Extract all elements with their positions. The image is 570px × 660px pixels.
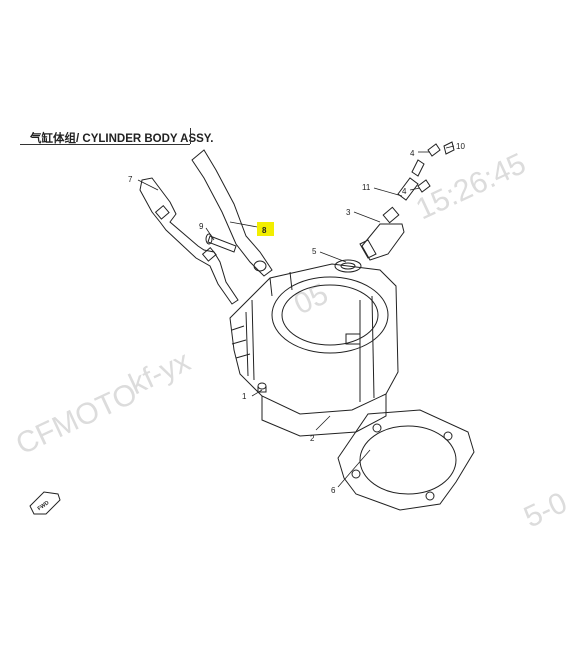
callout-5: 5 (312, 247, 317, 256)
title-divider (190, 128, 191, 144)
callout-3: 3 (346, 208, 351, 217)
watermark-brand: CFMOTO (11, 377, 142, 462)
callout-4a: 4 (410, 149, 415, 158)
callout-9: 9 (199, 222, 204, 231)
screw-10 (443, 141, 455, 155)
bolt-4b (417, 179, 431, 193)
dowel-pin-1 (257, 382, 267, 393)
watermark: CFMOTO kf-yx 05 15:26:45 5-0 (11, 147, 570, 534)
callout-8-highlight (257, 222, 274, 236)
callout-8: 8 (262, 226, 267, 235)
watermark-code: kf-yx (124, 345, 195, 402)
chain-guide-7 (139, 177, 239, 305)
forward-arrow: FWD (29, 491, 61, 515)
tensioner-arm-8 (191, 149, 273, 277)
callout-7: 7 (128, 175, 133, 184)
pin-9 (205, 233, 237, 253)
diagram-title: 气缸体组/ CYLINDER BODY ASSY. (30, 133, 214, 145)
callout-4b: 4 (402, 187, 407, 196)
callout-1: 1 (242, 392, 247, 401)
base-gasket-6 (337, 409, 475, 511)
cylinder-block (229, 263, 399, 437)
watermark-tail-fragment: 5-0 (519, 486, 570, 534)
tensioner-3 (359, 206, 405, 261)
bolt-4a (427, 143, 441, 157)
callout-6: 6 (331, 486, 336, 495)
callout-11: 11 (362, 183, 371, 192)
callout-labels: 1 2 3 4 4 5 6 7 8 9 10 11 (128, 142, 465, 495)
leader-lines (137, 145, 455, 488)
gasket-5 (334, 259, 362, 273)
bolt-11 (397, 159, 425, 201)
title-underline (20, 144, 190, 145)
callout-2: 2 (310, 434, 315, 443)
callout-10: 10 (456, 142, 465, 151)
